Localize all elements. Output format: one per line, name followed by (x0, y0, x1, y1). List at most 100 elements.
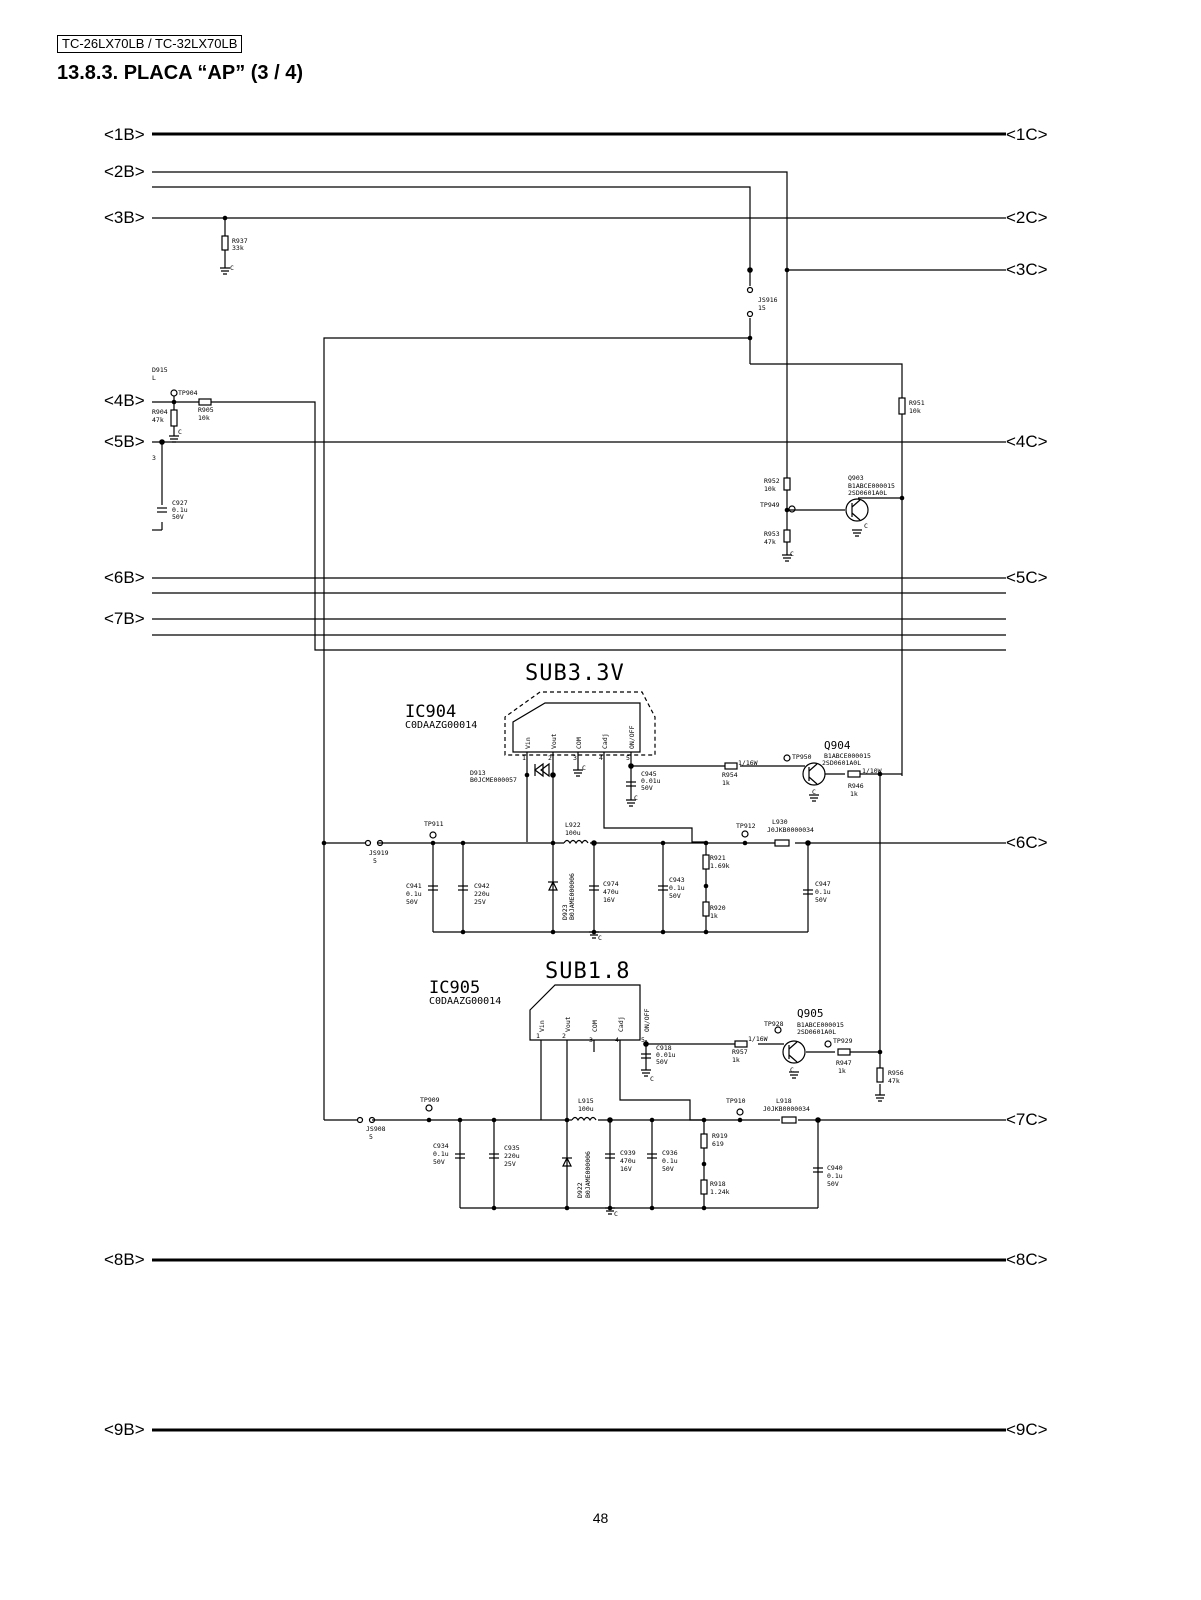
component-text: 5 (369, 1133, 373, 1141)
component-text: 25V (474, 898, 486, 906)
port-8b: <8B> (104, 1250, 145, 1269)
d913-label: D913 (470, 769, 486, 777)
component-text: 16V (603, 896, 615, 904)
component-text: 10k (909, 407, 921, 415)
component-text: C (790, 550, 794, 558)
r921-label: R921 (710, 854, 726, 862)
component-text: C (614, 1210, 618, 1218)
port-3b: <3B> (104, 208, 145, 227)
component-text: 50V (406, 898, 418, 906)
component-text: 220u (504, 1152, 520, 1160)
c945-label: C945 (641, 770, 657, 778)
tp904-label: TP904 (178, 389, 198, 397)
component-text: 1/16W (748, 1035, 768, 1043)
component-text: 50V (656, 1058, 668, 1066)
ic904-pin-vin: Vin (524, 737, 532, 749)
l930-label: L930 (772, 818, 788, 826)
port-4b: <4B> (104, 391, 145, 410)
component-text: 50V (433, 1158, 445, 1166)
component-text: 1k (722, 779, 730, 787)
component-text: 3 (573, 754, 577, 762)
component-text: 4 (615, 1036, 619, 1044)
component-text: 33k (232, 244, 244, 252)
component-text: 1k (732, 1056, 740, 1064)
component-text: 470u (603, 888, 619, 896)
component-text: 1/16W (738, 759, 758, 767)
component-text: B1ABCE000015 (797, 1021, 844, 1029)
model-number-box: TC-26LX70LB / TC-32LX70LB (57, 35, 243, 53)
component-text: C (790, 1066, 794, 1074)
tp928-label: TP928 (764, 1020, 784, 1028)
c940-label: C940 (827, 1164, 843, 1172)
c918-label: C918 (656, 1044, 672, 1052)
r953-label: R953 (764, 530, 780, 538)
component-text: 0.01u (641, 777, 661, 785)
component-text: 0.1u (662, 1157, 678, 1165)
port-7b: <7B> (104, 609, 145, 628)
component-text: 2SD0601A0L (848, 489, 887, 497)
component-text: 0.1u (433, 1150, 449, 1158)
r919-label: R919 (712, 1132, 728, 1140)
port-5c: <5C> (1006, 568, 1048, 587)
component-text: B0JAME000006 (568, 873, 576, 920)
component-text: 25V (504, 1160, 516, 1168)
component-text: 3 (152, 454, 156, 462)
component-text: 47k (764, 538, 776, 546)
ic905-ref: IC905 (429, 978, 480, 998)
tp950-label: TP950 (792, 753, 812, 761)
ic905-pin-com: COM (591, 1020, 599, 1032)
component-text: C (812, 788, 816, 796)
js919-label: JS919 (369, 849, 389, 857)
l922-label: L922 (565, 821, 581, 829)
component-text: 4 (599, 754, 603, 762)
component-text: 0.1u (815, 888, 831, 896)
q904-label: Q904 (824, 739, 851, 752)
component-text: 0.1u (172, 506, 188, 514)
component-text: B1ABCE000015 (848, 482, 895, 490)
l918-label: L918 (776, 1097, 792, 1105)
r937-label: R937 (232, 237, 248, 245)
component-text: B1ABCE000015 (824, 752, 871, 760)
component-text: 50V (669, 892, 681, 900)
component-text: 47k (888, 1077, 900, 1085)
component-text: 2 (548, 754, 552, 762)
wire-2b (152, 171, 788, 478)
c939-label: C939 (620, 1149, 636, 1157)
component-text: J0JKB0000034 (763, 1105, 810, 1113)
r957-label: R957 (732, 1048, 748, 1056)
component-text: C (178, 428, 182, 436)
r946-label: R946 (848, 782, 864, 790)
port-1b: <1B> (104, 125, 145, 144)
c941-label: C941 (406, 882, 422, 890)
component-text: 3 (589, 1036, 593, 1044)
d922-label: D922 (576, 1182, 584, 1198)
component-text: 0.1u (827, 1172, 843, 1180)
component-text: 220u (474, 890, 490, 898)
port-6b: <6B> (104, 568, 145, 587)
component-text: C (634, 794, 638, 802)
component-text: 1/10W (862, 767, 882, 775)
component-text: L (152, 374, 156, 382)
ic905-pin-cadj: Cadj (617, 1016, 625, 1032)
r954-label: R954 (722, 771, 738, 779)
port-3c: <3C> (1006, 260, 1048, 279)
component-text: 1.24k (710, 1188, 730, 1196)
component-text: 2SD0601A0L (822, 759, 861, 767)
r920-label: R920 (710, 904, 726, 912)
component-text: 5 (641, 1036, 645, 1044)
component-text: 1k (850, 790, 858, 798)
sub33-label: SUB3.3V (525, 661, 625, 686)
component-text: 0.1u (669, 884, 685, 892)
component-text: 47k (152, 416, 164, 424)
ic905-part: C0DAAZG00014 (429, 996, 501, 1007)
r952-label: R952 (764, 477, 780, 485)
component-text: 5 (373, 857, 377, 865)
component-text: 50V (641, 784, 653, 792)
r905-label: R905 (198, 406, 214, 414)
port-6c: <6C> (1006, 833, 1048, 852)
component-text: C (864, 522, 868, 530)
port-8c: <8C> (1006, 1250, 1048, 1269)
ic904-pin-com: COM (575, 737, 583, 749)
tp949-label: TP949 (760, 501, 780, 509)
